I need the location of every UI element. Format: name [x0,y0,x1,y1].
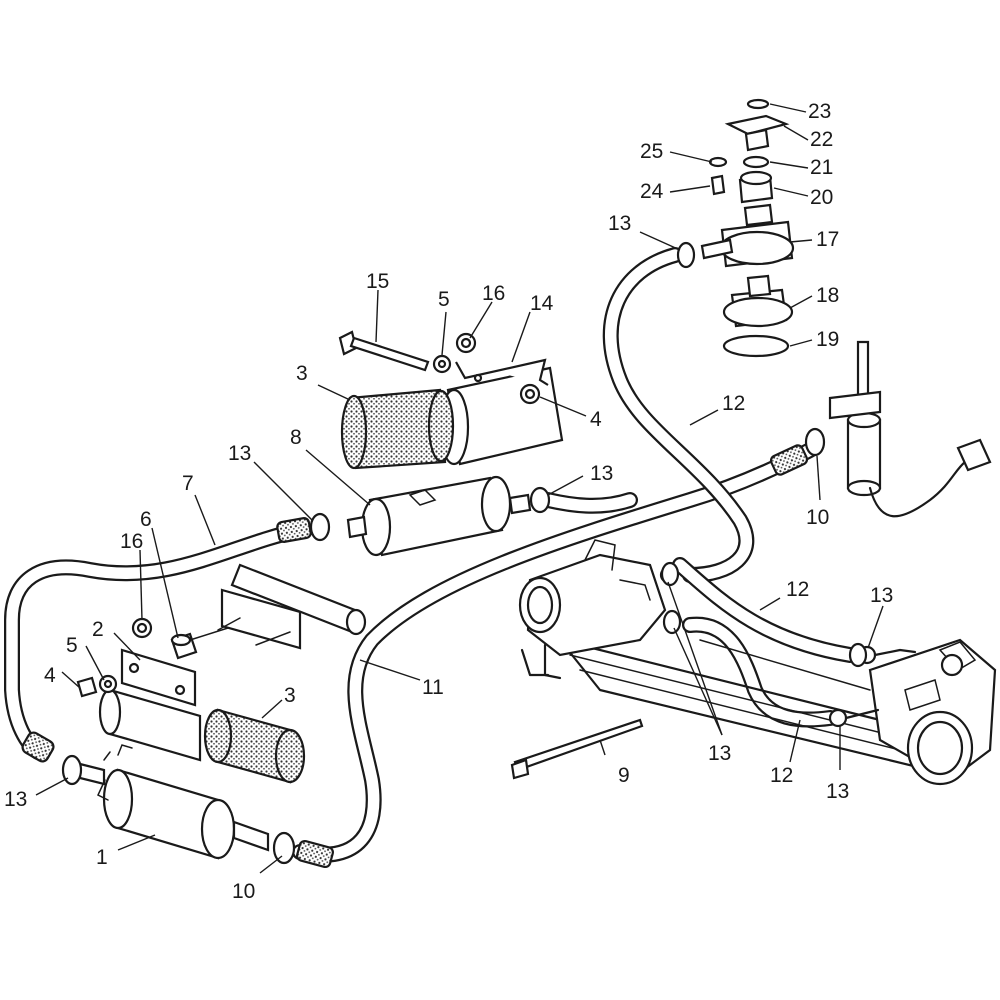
callout-14: 14 [530,292,554,315]
callout-13-filter: 13 [228,442,251,465]
clamp-13-regulator [676,241,696,269]
part-25-washer [708,156,728,168]
leader-lines [35,103,884,874]
callout-17: 17 [816,228,839,251]
hose-7-sleeve-end [21,731,55,763]
callout-24: 24 [640,180,664,203]
part-17-body [743,203,774,227]
callout-11: 11 [422,676,444,699]
callout-2: 2 [92,618,104,641]
pump-bracket [98,648,202,762]
callout-labels: 1 2 3 3 4 4 5 5 6 7 8 9 10 10 11 12 12 1… [4,100,893,903]
clamp-13-rail-b [662,609,682,635]
callout-4-top: 4 [590,408,602,431]
clamp-10-bottom [272,831,296,865]
fuel-pump [78,744,270,860]
callout-3-top: 3 [296,362,308,385]
clamp-10-top [804,427,826,457]
callout-4-left: 4 [44,664,56,687]
throttle-body-right [828,638,997,786]
callout-18: 18 [816,284,839,307]
callout-3-bottom: 3 [284,684,296,707]
callout-25: 25 [640,140,663,163]
callout-13-left: 13 [4,788,27,811]
hose-11-sleeve-bottom [296,839,334,869]
mounting-plate [217,563,367,650]
part-19-snapring [722,334,790,358]
callout-12-middle: 12 [786,578,809,601]
foam-sleeve-bottom [203,708,306,784]
callout-10-top: 10 [806,506,829,529]
throttle-body-left [518,539,677,677]
mounting-bolt-top [338,330,477,374]
callout-7: 7 [182,472,194,495]
callout-10-bottom: 10 [232,880,255,903]
clamp-13-filter [309,512,331,542]
callout-19: 19 [816,328,839,351]
callout-12-bottom: 12 [770,764,793,787]
part-23-oring [746,98,770,110]
callout-9: 9 [618,764,630,787]
fuel-filter [346,475,532,557]
hose-clamps [61,241,868,865]
cable-tie [510,718,644,780]
callout-20: 20 [810,186,833,209]
callout-21: 21 [810,156,833,179]
part-24-screw [710,174,726,196]
hoses [4,247,858,869]
hose-12-upper [602,247,755,583]
part-22-cap [724,114,790,136]
callout-12-top: 12 [722,392,745,415]
callout-13-right-top: 13 [870,584,893,607]
clamp-13-a [61,754,83,786]
callout-15: 15 [366,270,389,293]
filter-housing-top [340,358,564,470]
pressure-sensor [828,340,992,518]
callout-5-top: 5 [438,288,450,311]
hose-7-sleeve [276,517,312,543]
pressure-regulator-stack [700,98,795,358]
callout-23: 23 [808,100,831,123]
callout-13-regulator: 13 [608,212,631,235]
clamp-13-outlet [529,486,551,514]
hose-filter-outlet [540,492,638,514]
callout-13-rail: 13 [708,742,731,765]
hose-12-lower [682,616,838,728]
callout-16-left: 16 [120,530,143,553]
callout-5-left: 5 [66,634,78,657]
callout-6: 6 [140,508,152,531]
callout-8: 8 [290,426,302,449]
left-fasteners [76,617,229,698]
clamp-13-right-a [848,642,868,668]
part-21-ring [742,155,770,169]
hose-12-middle [672,557,858,663]
hose-7 [4,522,308,760]
hose-11-sleeve-top [769,444,809,476]
callout-13-outlet: 13 [590,462,613,485]
callout-1: 1 [96,846,108,869]
callout-16-top: 16 [482,282,505,305]
callout-13-right-bottom: 13 [826,780,849,803]
clamp-13-rail-a [660,561,680,587]
callout-22: 22 [810,128,833,151]
